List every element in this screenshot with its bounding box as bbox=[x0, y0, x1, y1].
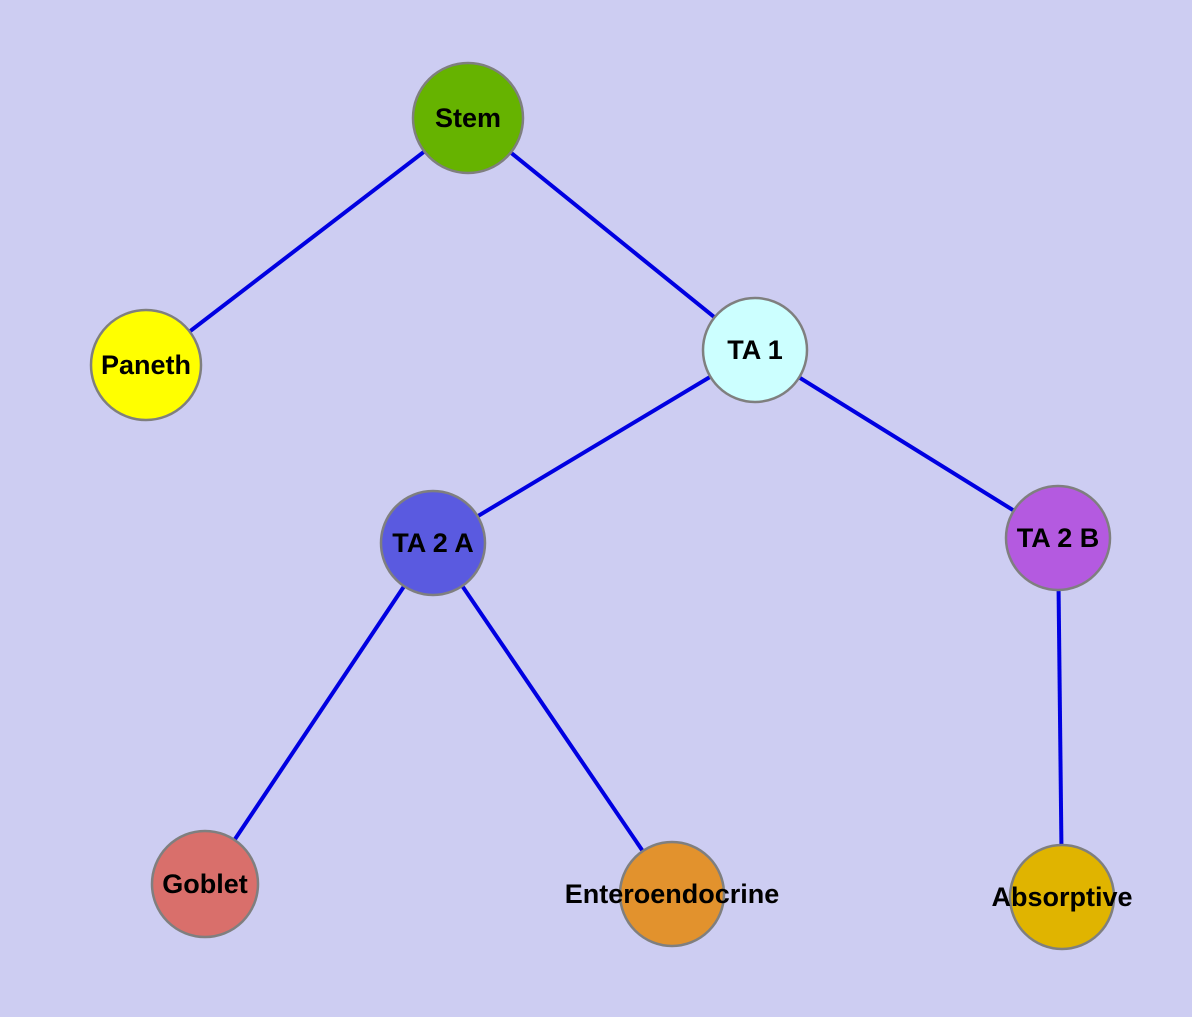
node-label-absorptive: Absorptive bbox=[991, 882, 1132, 912]
node-circle-ta-1[interactable] bbox=[701, 296, 809, 404]
node-circle-enteroendocrine[interactable] bbox=[618, 840, 726, 948]
node-label-enteroendocrine: Enteroendocrine bbox=[565, 879, 780, 909]
edge-stem-to-ta-1[interactable] bbox=[466, 116, 757, 352]
edge-stem-to-paneth[interactable] bbox=[144, 116, 470, 367]
node-label-ta-2-b: TA 2 B bbox=[1017, 523, 1100, 553]
node-label-ta-1: TA 1 bbox=[727, 335, 783, 365]
node-circle-goblet[interactable] bbox=[150, 829, 260, 939]
node-circle-absorptive[interactable] bbox=[1008, 843, 1116, 951]
node-circle-ta-2-a[interactable] bbox=[379, 489, 487, 597]
node-ta-2-a[interactable]: TA 2 A bbox=[379, 489, 487, 597]
edge-ta-2-b-to-absorptive[interactable] bbox=[1056, 537, 1064, 898]
node-goblet[interactable]: Goblet bbox=[150, 829, 260, 939]
edge-ta-2-a-to-enteroendocrine[interactable] bbox=[431, 541, 674, 896]
node-label-ta-2-a: TA 2 A bbox=[392, 528, 474, 558]
node-label-paneth: Paneth bbox=[101, 350, 191, 380]
node-stem[interactable]: Stem bbox=[411, 61, 525, 175]
edge-ta-1-to-ta-2-a[interactable] bbox=[431, 348, 757, 545]
node-absorptive[interactable]: Absorptive bbox=[991, 843, 1133, 951]
node-circle-paneth[interactable] bbox=[89, 308, 203, 422]
node-label-goblet: Goblet bbox=[162, 869, 248, 899]
node-paneth[interactable]: Paneth bbox=[89, 308, 203, 422]
node-label-stem: Stem bbox=[435, 103, 501, 133]
node-circle-stem[interactable] bbox=[411, 61, 525, 175]
node-ta-2-b[interactable]: TA 2 B bbox=[1004, 484, 1112, 592]
node-ta-1[interactable]: TA 1 bbox=[701, 296, 809, 404]
node-enteroendocrine[interactable]: Enteroendocrine bbox=[565, 840, 780, 948]
edge-ta-1-to-ta-2-b[interactable] bbox=[753, 348, 1060, 540]
node-circle-ta-2-b[interactable] bbox=[1004, 484, 1112, 592]
edge-ta-2-a-to-goblet[interactable] bbox=[203, 541, 435, 886]
